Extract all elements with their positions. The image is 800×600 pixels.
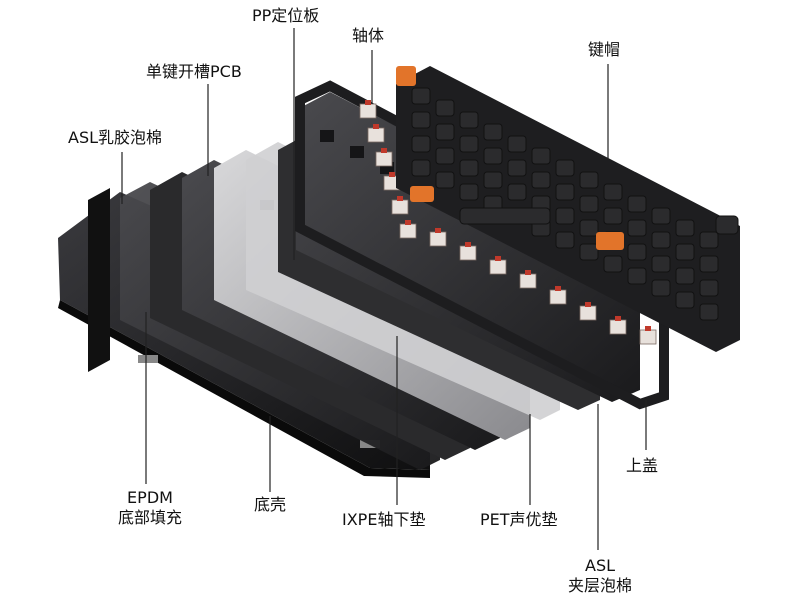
label-bottom-case: 底壳: [254, 495, 287, 514]
leader-lines: [121, 28, 647, 550]
label-pcb: 单键开槽PCB: [146, 62, 242, 81]
label-keycaps: 键帽: [588, 40, 621, 59]
label-asl-sandwich-line2: 夹层泡棉: [567, 576, 633, 595]
label-epdm-fill: EPDM 底部填充: [118, 488, 182, 528]
label-top-case: 上盖: [626, 456, 659, 475]
label-epdm-line2: 底部填充: [117, 508, 183, 527]
keycaps-layer: [396, 66, 740, 352]
label-pp-plate: PP定位板: [252, 6, 320, 25]
label-ixpe-pad: IXPE轴下垫: [342, 510, 426, 529]
label-asl-sandwich-foam: ASL 夹层泡棉: [568, 556, 632, 596]
label-pet-pad: PET声优垫: [480, 510, 558, 529]
top-case-layer: [295, 80, 669, 410]
label-asl-latex-foam: ASL乳胶泡棉: [68, 128, 163, 147]
label-epdm-line1: EPDM: [127, 488, 173, 507]
label-asl-sandwich-line1: ASL: [584, 556, 616, 575]
label-switches: 轴体: [352, 26, 385, 45]
